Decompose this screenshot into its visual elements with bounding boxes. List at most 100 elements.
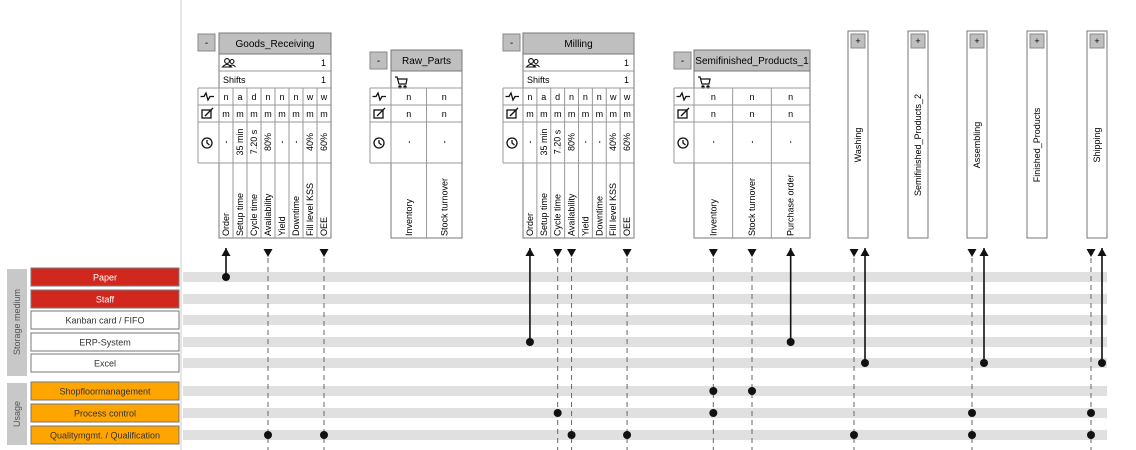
parameter-value: 7.20 s xyxy=(249,129,259,154)
expand-button[interactable] xyxy=(1029,33,1045,49)
parameter-name: Fill level KSS xyxy=(305,183,315,236)
parameter-value: 60% xyxy=(622,133,632,151)
parameter-value: - xyxy=(291,141,301,144)
process-title: Milling xyxy=(564,39,592,50)
frequency-value: w xyxy=(320,92,328,102)
update-value: n xyxy=(442,109,447,119)
row-label: Kanban card / FIFO xyxy=(65,316,144,326)
row-label-box[interactable] xyxy=(30,353,180,373)
connection-dot xyxy=(222,273,230,281)
expand-symbol: + xyxy=(855,36,860,46)
connectors xyxy=(221,248,1107,450)
usage-title: Usage xyxy=(12,401,22,427)
update-value: m xyxy=(596,109,604,119)
row-label: Qualitymgmt. / Qualification xyxy=(50,431,160,441)
arrow-down-icon xyxy=(567,249,577,257)
parameter-value: 7.20 s xyxy=(553,129,563,154)
row-band xyxy=(183,272,1107,282)
arrow-down-icon xyxy=(553,249,563,257)
frequency-value: n xyxy=(406,92,411,102)
collapsed-nodes: +Washing+Semifinished_Products_2+Assembl… xyxy=(847,30,1108,239)
parameter-name: Yield xyxy=(277,216,287,236)
parameter-name: Setup time xyxy=(539,193,549,236)
parameter-value: - xyxy=(221,141,231,144)
frequency-value: w xyxy=(306,92,314,102)
process-goods-receiving: - Goods_Receiving 1 Shifts 1 nm-Orderam3… xyxy=(197,32,332,239)
row-band xyxy=(183,430,1107,440)
row-label-box[interactable] xyxy=(30,289,180,309)
parameter-value: - xyxy=(525,141,535,144)
parameter-value: 40% xyxy=(608,133,618,151)
update-icon xyxy=(506,107,519,119)
expand-button[interactable] xyxy=(969,33,985,49)
collapsed-node[interactable] xyxy=(847,30,869,239)
row-label-box[interactable] xyxy=(30,310,180,330)
arrow-down-icon xyxy=(708,249,718,257)
collapsed-node-title: Finished_Products xyxy=(1032,107,1042,182)
connection-dot xyxy=(567,431,576,439)
connection-dot xyxy=(980,359,988,367)
update-value: m xyxy=(320,109,328,119)
update-value: m xyxy=(568,109,576,119)
collapse-button[interactable] xyxy=(673,51,692,70)
collapse-button[interactable] xyxy=(197,33,216,52)
row-label-box[interactable] xyxy=(30,381,180,401)
clock-icon xyxy=(201,137,213,149)
collapsed-node[interactable] xyxy=(1086,30,1108,239)
connection-dot xyxy=(786,338,795,346)
frequency-value: n xyxy=(223,92,228,102)
connection-dot xyxy=(320,431,328,439)
update-value: m xyxy=(278,109,286,119)
connection-dot xyxy=(1087,409,1095,417)
arrow-down-icon xyxy=(622,249,632,257)
expand-symbol: + xyxy=(1034,36,1039,46)
parameter-name: Order xyxy=(221,213,231,236)
update-value: m xyxy=(582,109,590,119)
frequency-value: n xyxy=(711,92,716,102)
arrow-up-icon xyxy=(860,248,870,256)
arrow-up-icon xyxy=(525,248,535,256)
shifts-label: Shifts xyxy=(223,75,246,85)
frequency-value: a xyxy=(237,92,242,102)
row-label: ERP-System xyxy=(79,338,131,348)
expand-button[interactable] xyxy=(1089,33,1105,49)
frequency-value: n xyxy=(583,92,588,102)
parameter-name: Order xyxy=(525,213,535,236)
arrow-up-icon xyxy=(786,248,796,256)
row-label-box[interactable] xyxy=(30,267,180,287)
operators-count: 1 xyxy=(321,58,326,68)
frequency-value: n xyxy=(527,92,532,102)
frequency-value: n xyxy=(442,92,447,102)
row-label: Process control xyxy=(74,409,136,419)
row-label-box[interactable] xyxy=(30,332,180,352)
connection-dot xyxy=(264,431,272,439)
parameter-value: - xyxy=(786,141,796,144)
operator-icon xyxy=(221,58,236,68)
expand-button[interactable] xyxy=(850,33,866,49)
connection-dot xyxy=(709,387,718,395)
collapsed-node[interactable] xyxy=(1026,30,1048,239)
update-value: n xyxy=(406,109,411,119)
row-label-box[interactable] xyxy=(30,425,180,445)
row-band xyxy=(183,358,1107,368)
collapse-symbol: - xyxy=(510,38,513,49)
expand-button[interactable] xyxy=(910,33,926,49)
expand-symbol: + xyxy=(1094,36,1099,46)
update-icon xyxy=(373,107,386,119)
arrow-down-icon xyxy=(1086,249,1096,257)
collapsed-node[interactable] xyxy=(966,30,988,239)
frequency-value: n xyxy=(788,92,793,102)
collapsed-node[interactable] xyxy=(907,30,929,239)
parameter-value: - xyxy=(708,141,718,144)
row-label-box[interactable] xyxy=(30,403,180,423)
parameter-name: Availability xyxy=(263,193,273,236)
collapse-button[interactable] xyxy=(502,33,521,52)
collapse-button[interactable] xyxy=(369,51,388,70)
usage-group xyxy=(7,383,27,445)
